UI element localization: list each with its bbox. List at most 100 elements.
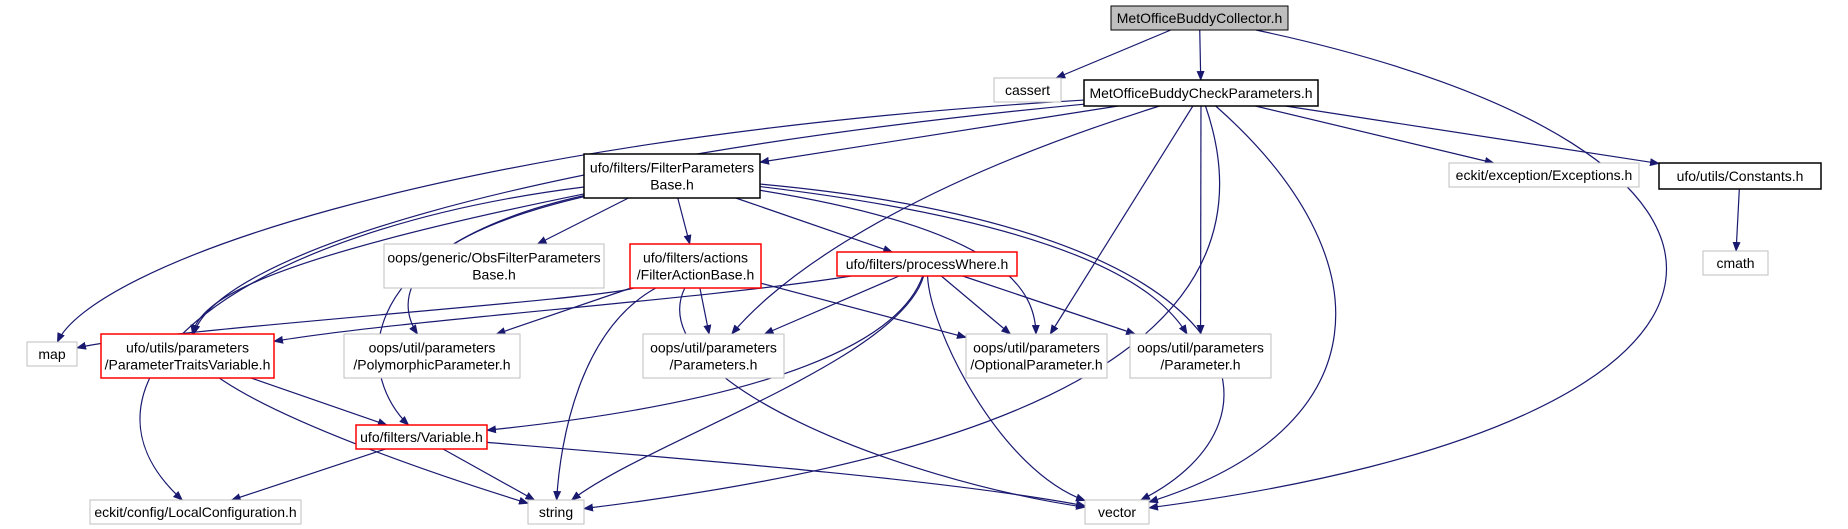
edge-params-to-filterparams	[759, 105, 1119, 165]
edge-filteraction-to-optional	[760, 282, 967, 339]
node-label: MetOfficeBuddyCheckParameters.h	[1089, 85, 1312, 101]
node-box	[1448, 162, 1640, 188]
edge-filteraction-to-parameters	[699, 287, 712, 335]
node-box	[343, 333, 521, 379]
edge-arrow	[250, 377, 388, 426]
edge-params-to-parameters	[731, 105, 1160, 335]
node-cassert[interactable]: cassert	[993, 77, 1062, 103]
node-label: ufo/filters/FilterParameters	[590, 160, 754, 176]
edge-params-to-exceptions	[1255, 105, 1495, 165]
edge-processwhere-to-parameters	[763, 275, 900, 335]
edge-arrow	[1148, 29, 1668, 511]
node-box	[355, 424, 488, 450]
edge-arrow	[759, 183, 1225, 501]
edge-arrow	[735, 197, 894, 253]
node-box	[100, 333, 275, 379]
node-localconfig[interactable]: eckit/config/LocalConfiguration.h	[89, 499, 302, 525]
edge-arrow	[1285, 105, 1660, 167]
node-label: /ParameterTraitsVariable.h	[105, 357, 271, 373]
node-variable[interactable]: ufo/filters/Variable.h	[355, 424, 488, 450]
node-label: eckit/config/LocalConfiguration.h	[94, 504, 296, 520]
edge-arrow	[763, 275, 900, 335]
edge-variable-to-vector	[486, 441, 1086, 509]
node-filteraction[interactable]: ufo/filters/actions/FilterActionBase.h	[629, 243, 762, 289]
edge-arrow	[486, 441, 1086, 509]
node-label: /PolymorphicParameter.h	[353, 357, 510, 373]
node-box	[1129, 333, 1272, 379]
node-label: /OptionalParameter.h	[970, 357, 1102, 373]
edge-processwhere-to-parameter	[962, 275, 1137, 335]
node-optional[interactable]: oops/util/parameters/OptionalParameter.h	[965, 333, 1108, 379]
edge-filterparams-to-filteraction	[677, 197, 692, 245]
edge-arrow	[495, 287, 632, 335]
node-label: cmath	[1716, 255, 1754, 271]
edge-filterparams-to-obsfilter	[536, 197, 629, 245]
node-root[interactable]: MetOfficeBuddyCollector.h	[1110, 5, 1289, 31]
edge-arrow	[1255, 105, 1495, 165]
edge-root-to-cassert	[1055, 29, 1172, 79]
edge-filterparams-to-traits	[190, 193, 585, 335]
edge-root-to-vector	[1148, 29, 1668, 511]
node-label: oops/util/parameters	[650, 340, 777, 356]
edge-processwhere-to-optional	[940, 275, 1012, 335]
node-label: ufo/filters/actions	[643, 250, 748, 266]
node-box	[89, 499, 302, 525]
edge-arrow	[1055, 29, 1172, 79]
edge-arrow	[230, 448, 386, 501]
node-label: eckit/exception/Exceptions.h	[1456, 167, 1633, 183]
node-box	[583, 153, 761, 199]
node-box	[527, 499, 585, 525]
node-box	[965, 333, 1108, 379]
node-parameters[interactable]: oops/util/parameters/Parameters.h	[642, 333, 785, 379]
edge-arrow	[731, 105, 1160, 335]
edge-constants-to-cmath	[1732, 188, 1741, 252]
node-label: oops/util/parameters	[1137, 340, 1264, 356]
node-label: ufo/utils/Constants.h	[1677, 168, 1804, 184]
edge-arrow	[940, 275, 1012, 335]
edge-params-to-string	[583, 105, 1221, 512]
edge-processwhere-to-vector	[926, 275, 1086, 502]
edge-params-to-optional	[1049, 105, 1194, 335]
edge-filteraction-to-string	[553, 287, 657, 501]
node-string[interactable]: string	[527, 499, 585, 525]
edge-root-to-params	[1196, 29, 1205, 81]
node-parameter[interactable]: oops/util/parameters/Parameter.h	[1129, 333, 1272, 379]
edge-arrow	[442, 448, 536, 501]
node-params[interactable]: MetOfficeBuddyCheckParameters.h	[1083, 79, 1319, 107]
node-cmath[interactable]: cmath	[1702, 250, 1769, 276]
node-box	[26, 341, 78, 367]
node-label: MetOfficeBuddyCollector.h	[1117, 10, 1283, 26]
node-box	[836, 251, 1018, 277]
edge-arrow	[139, 186, 585, 501]
edge-arrow	[962, 275, 1137, 335]
edge-arrow	[1732, 188, 1741, 252]
node-box	[1083, 79, 1319, 107]
node-processwhere[interactable]: ufo/filters/processWhere.h	[836, 251, 1018, 277]
node-label: oops/util/parameters	[973, 340, 1100, 356]
node-box	[1084, 499, 1150, 525]
node-vector[interactable]: vector	[1084, 499, 1150, 525]
edge-arrow	[760, 282, 967, 339]
node-box	[629, 243, 762, 289]
edge-arrow	[1148, 105, 1337, 504]
node-map[interactable]: map	[26, 341, 78, 367]
node-polymorphic[interactable]: oops/util/parameters/PolymorphicParamete…	[343, 333, 521, 379]
edge-arrow	[56, 99, 1085, 343]
edge-arrow	[190, 193, 585, 335]
edge-arrow	[273, 275, 852, 344]
edges-layer	[56, 29, 1741, 512]
node-label: oops/util/parameters	[369, 340, 496, 356]
node-traits[interactable]: ufo/utils/parameters/ParameterTraitsVari…	[100, 333, 275, 379]
edge-filteraction-to-polymorphic	[495, 287, 632, 335]
node-constants[interactable]: ufo/utils/Constants.h	[1658, 162, 1822, 190]
node-exceptions[interactable]: eckit/exception/Exceptions.h	[1448, 162, 1640, 188]
node-label: ufo/filters/processWhere.h	[846, 256, 1009, 272]
node-label: Base.h	[472, 267, 516, 283]
edge-params-to-constants	[1285, 105, 1660, 167]
edge-arrow	[553, 287, 657, 501]
node-label: cassert	[1005, 82, 1050, 98]
node-label: ufo/filters/Variable.h	[360, 429, 483, 445]
edge-processwhere-to-string	[570, 275, 925, 501]
